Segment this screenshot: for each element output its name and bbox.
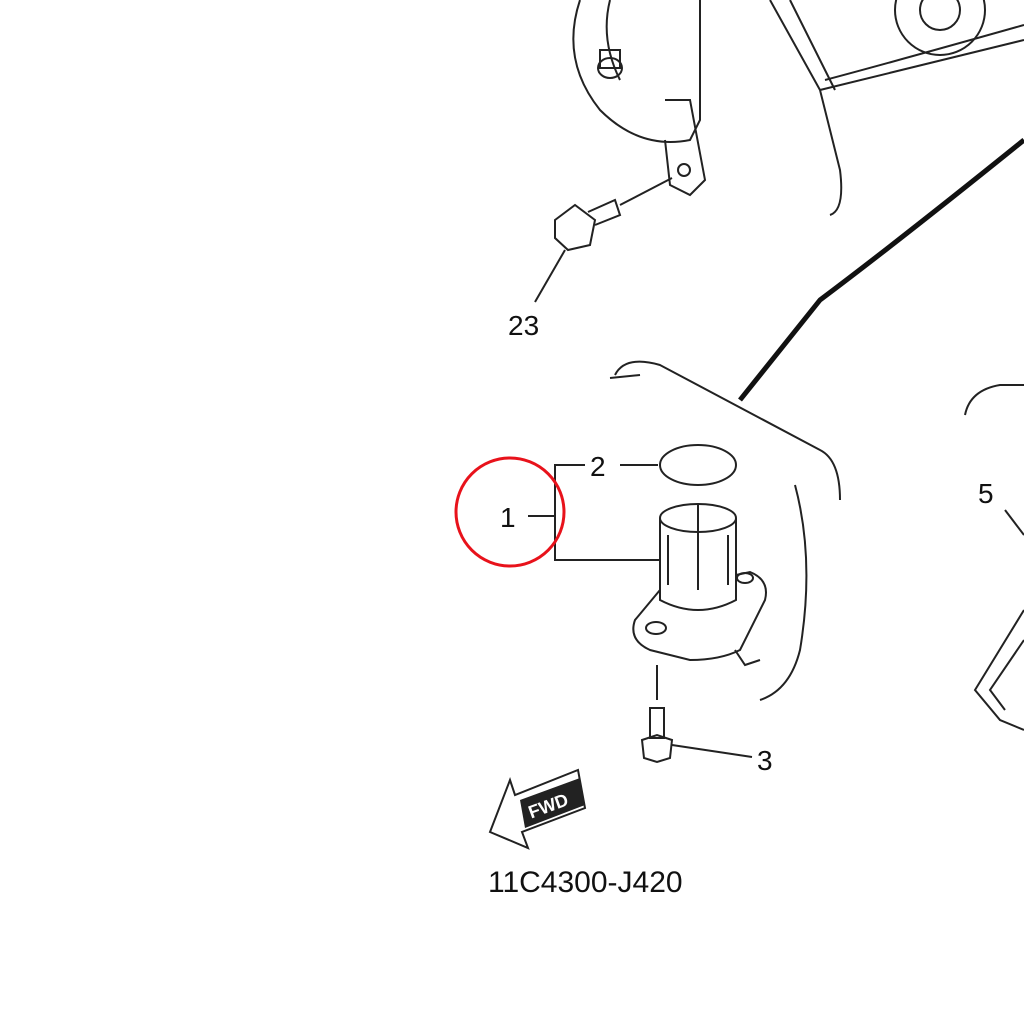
- frame-drawing: [609, 0, 1024, 731]
- horn-drawing: [572, 0, 707, 197]
- highlight-circle: [454, 456, 566, 568]
- callout-5: 5: [978, 478, 994, 509]
- callout-23: 23: [508, 310, 539, 341]
- callout-2: 2: [590, 451, 606, 482]
- o-ring-drawing: [659, 444, 737, 486]
- callout-3: 3: [757, 745, 773, 776]
- bolt-23-drawing: [534, 177, 673, 303]
- callout-1: 1: [500, 502, 516, 533]
- bolt-3-drawing: [640, 665, 753, 764]
- fwd-arrow-icon: FWD: [488, 768, 587, 850]
- sensor-drawing: [632, 503, 767, 667]
- diagram-code: 11C4300-J420: [488, 866, 683, 899]
